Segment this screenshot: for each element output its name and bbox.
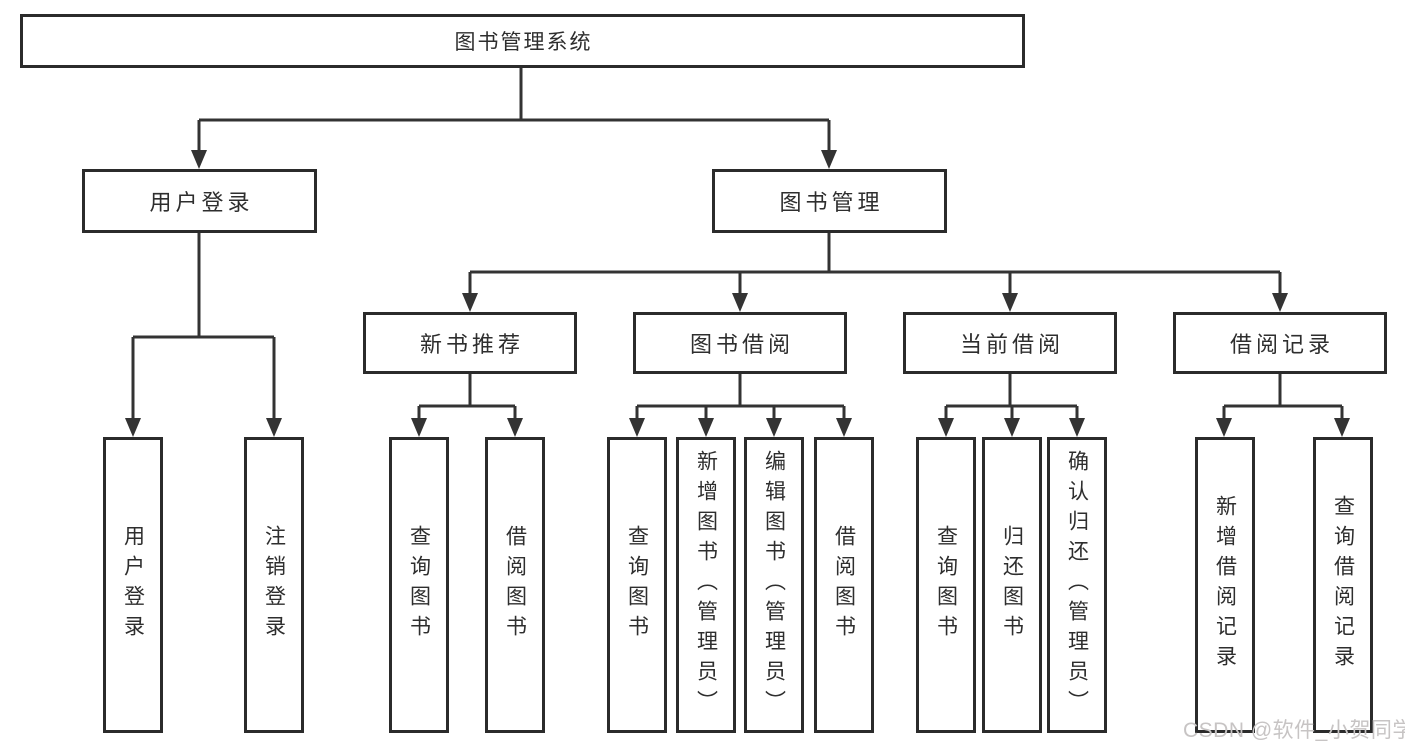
leaf-user-login: 用户登录 <box>103 437 163 733</box>
node-label: 图书借阅 <box>689 332 794 357</box>
leaf-confirm-return-admin: 确认归还（管理员） <box>1047 437 1107 733</box>
node-book-management: 图书管理 <box>712 169 947 233</box>
node-label: 新书推荐 <box>419 332 524 357</box>
node-label: 查询图书 <box>625 525 649 645</box>
leaf-edit-books-admin: 编辑图书（管理员） <box>744 437 804 733</box>
leaf-query-borrow-record: 查询借阅记录 <box>1313 437 1373 733</box>
node-label: 用户登录 <box>121 525 145 645</box>
node-label: 查询借阅记录 <box>1331 495 1355 675</box>
leaf-query-books-borrow: 查询图书 <box>607 437 667 733</box>
leaf-return-books: 归还图书 <box>982 437 1042 733</box>
leaf-query-books-recommend: 查询图书 <box>389 437 449 733</box>
csdn-watermark: CSDN @软件_小贺同学 <box>1183 719 1405 742</box>
node-label: 注销登录 <box>262 525 286 645</box>
node-user-login: 用户登录 <box>82 169 317 233</box>
node-label: 用户登录 <box>149 190 254 215</box>
leaf-add-borrow-record: 新增借阅记录 <box>1195 437 1255 733</box>
node-new-book-recommend: 新书推荐 <box>363 312 577 374</box>
leaf-query-books-current: 查询图书 <box>916 437 976 733</box>
node-label: 当前借阅 <box>959 332 1064 357</box>
node-label: 图书管理系统 <box>454 31 593 54</box>
node-label: 确认归还（管理员） <box>1065 450 1089 720</box>
leaf-logout: 注销登录 <box>244 437 304 733</box>
node-label: 查询图书 <box>934 525 958 645</box>
node-current-borrow: 当前借阅 <box>903 312 1117 374</box>
node-label: 编辑图书（管理员） <box>762 450 786 720</box>
leaf-borrow-books-recommend: 借阅图书 <box>485 437 545 733</box>
node-label: 查询图书 <box>407 525 431 645</box>
node-book-borrow: 图书借阅 <box>633 312 847 374</box>
node-label: 归还图书 <box>1000 525 1024 645</box>
node-label: 借阅记录 <box>1229 332 1334 357</box>
node-label: 借阅图书 <box>832 525 856 645</box>
leaf-add-books-admin: 新增图书（管理员） <box>676 437 736 733</box>
node-label: 新增借阅记录 <box>1213 495 1237 675</box>
node-label: 新增图书（管理员） <box>694 450 718 720</box>
node-label: 借阅图书 <box>503 525 527 645</box>
node-borrow-records: 借阅记录 <box>1173 312 1387 374</box>
node-label: 图书管理 <box>779 190 884 215</box>
node-root-system: 图书管理系统 <box>20 14 1025 68</box>
leaf-borrow-books: 借阅图书 <box>814 437 874 733</box>
